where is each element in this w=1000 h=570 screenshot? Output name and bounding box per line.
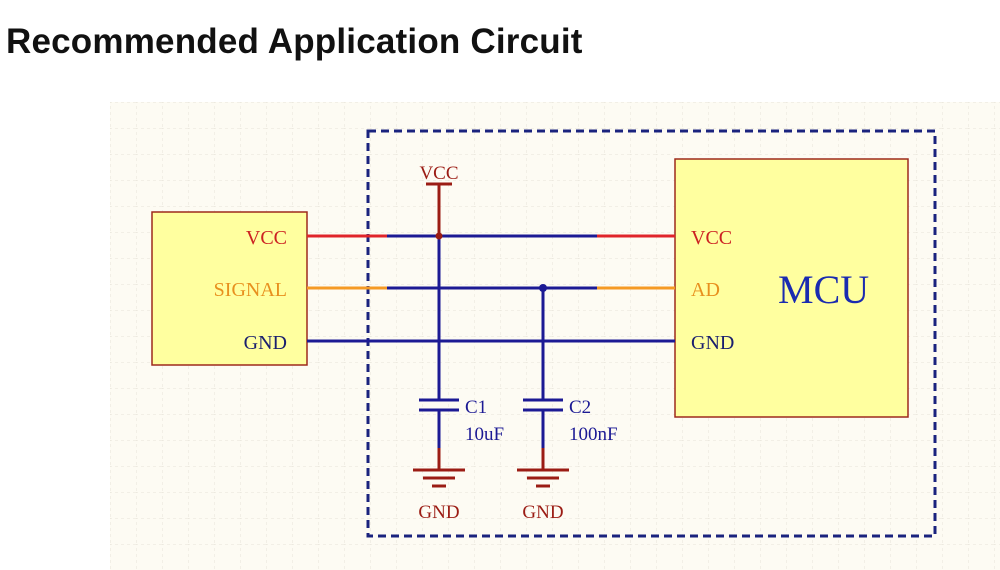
sensor-block bbox=[151, 211, 308, 366]
c2-value: 100nF bbox=[569, 424, 618, 445]
page-title: Recommended Application Circuit bbox=[6, 22, 583, 61]
mcu-pin-vcc: VCC bbox=[691, 227, 732, 249]
ground-icon bbox=[517, 468, 569, 488]
vcc-power-label: VCC bbox=[419, 163, 458, 184]
c2-ground-label: GND bbox=[522, 502, 563, 523]
c1-value: 10uF bbox=[465, 424, 504, 445]
sensor-pin-vcc: VCC bbox=[246, 227, 287, 249]
mcu-pin-ad: AD bbox=[691, 279, 720, 301]
junction-dot bbox=[539, 284, 547, 292]
sensor-pin-signal: SIGNAL bbox=[214, 279, 287, 301]
sensor-pin-gnd: GND bbox=[244, 332, 287, 354]
mcu-label: MCU bbox=[778, 267, 869, 312]
mcu-block bbox=[674, 158, 909, 418]
ground-icon bbox=[413, 468, 465, 488]
module-boundary bbox=[366, 129, 937, 538]
c1-ground-label: GND bbox=[418, 502, 459, 523]
c1-ref: C1 bbox=[465, 397, 487, 418]
junction-dot bbox=[435, 232, 443, 240]
c2-ref: C2 bbox=[569, 397, 591, 418]
mcu-pin-gnd: GND bbox=[691, 332, 734, 354]
